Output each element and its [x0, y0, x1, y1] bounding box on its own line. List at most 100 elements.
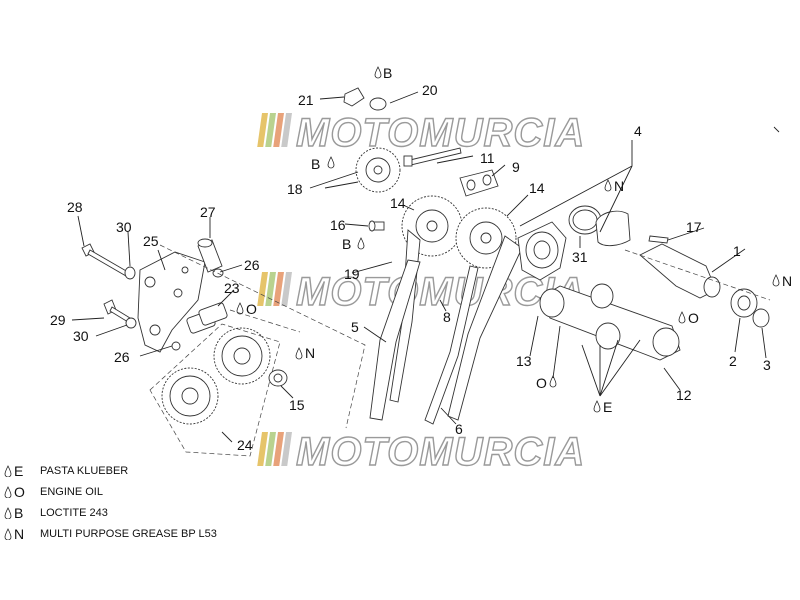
part-label-14b: 14 — [529, 180, 545, 196]
part-label-21: 21 — [298, 92, 314, 108]
part-label-3: 3 — [763, 357, 771, 373]
needle-bearing-23 — [186, 302, 228, 334]
part-label-5: 5 — [351, 319, 359, 335]
svg-text:N: N — [305, 345, 315, 361]
legend-row-n: N MULTI PURPOSE GREASE BP L53 — [4, 523, 304, 544]
legend-row-o: O ENGINE OIL — [4, 481, 304, 502]
part-label-1: 1 — [733, 243, 741, 259]
legend-code: N — [14, 525, 25, 542]
camshaft-1 — [639, 243, 721, 299]
marker-b-screw: B — [342, 236, 365, 252]
plate-9 — [459, 169, 499, 197]
legend-text: PASTA KLUEBER — [40, 464, 129, 477]
watermark-text: MOTOMURCIA — [296, 430, 585, 474]
gear-pair-24 — [149, 323, 281, 457]
part-label-8: 8 — [443, 309, 451, 325]
bolt-29 — [103, 299, 131, 323]
svg-text:O: O — [536, 375, 547, 391]
part-labels: 1 2 3 4 5 6 8 9 11 12 13 14 14 15 16 17 … — [50, 82, 771, 453]
tab-washer-20 — [369, 97, 387, 111]
washer-30-bottom — [125, 317, 137, 329]
pin-17 — [648, 235, 669, 244]
washer-30-top — [124, 266, 136, 280]
marker-n-shell: N — [604, 178, 624, 194]
washer-15 — [268, 369, 288, 387]
marker-e-cams: E — [593, 399, 612, 415]
legend-code: B — [14, 504, 24, 521]
svg-text:O: O — [246, 301, 257, 317]
part-label-26a: 26 — [244, 257, 260, 273]
legend-text: LOCTITE 243 — [40, 506, 108, 519]
marker-o-needle: O — [236, 301, 257, 317]
lubricant-legend: E PASTA KLUEBER O ENGINE OIL B LOCTITE 2… — [4, 460, 304, 544]
part-label-15: 15 — [289, 397, 305, 413]
svg-text:B: B — [311, 156, 320, 172]
watermark-top: MOTOMURCIA — [257, 110, 585, 156]
watermark-bottom: MOTOMURCIA — [257, 429, 585, 475]
cam-housing — [517, 221, 567, 281]
part-label-17: 17 — [686, 219, 702, 235]
cam-sprockets-14 — [401, 195, 517, 269]
legend-text: MULTI PURPOSE GREASE BP L53 — [40, 527, 217, 540]
part-label-2: 2 — [729, 353, 737, 369]
screw-16 — [368, 220, 385, 232]
small-mark — [773, 126, 780, 133]
legend-code: O — [14, 483, 25, 500]
marker-o-camshaft: O — [678, 310, 699, 326]
ring-3 — [752, 308, 770, 328]
drop-icon — [4, 507, 12, 519]
watermark-text: MOTOMURCIA — [296, 111, 585, 155]
pin-26 — [171, 268, 224, 351]
marker-b-nut: B — [374, 65, 392, 81]
camshaft-13-12 — [539, 283, 681, 361]
svg-text:B: B — [342, 236, 351, 252]
part-label-12: 12 — [676, 387, 692, 403]
marker-b-sprocket: B — [311, 156, 335, 172]
part-label-30a: 30 — [116, 219, 132, 235]
part-label-13: 13 — [516, 353, 532, 369]
marker-n-washer: N — [295, 345, 315, 361]
leader-lines — [71, 91, 767, 443]
lubricant-markers: B B B N N O O N O — [236, 65, 792, 415]
bearing-shell — [595, 210, 631, 247]
timing-bracket — [137, 251, 206, 353]
part-label-19: 19 — [344, 266, 360, 282]
bearing-2 — [730, 288, 758, 318]
part-label-29: 29 — [50, 312, 66, 328]
chain-guide-5 — [369, 259, 421, 421]
drop-icon — [4, 528, 12, 540]
nut-21 — [343, 87, 365, 107]
legend-text: ENGINE OIL — [40, 485, 103, 498]
bolt-28 — [81, 243, 129, 277]
svg-text:N: N — [782, 273, 792, 289]
screw-11 — [403, 147, 462, 167]
part-label-20: 20 — [422, 82, 438, 98]
drop-icon — [4, 465, 12, 477]
seal-ring-31 — [568, 205, 602, 235]
sprocket-18 — [355, 147, 401, 193]
part-label-25: 25 — [143, 233, 159, 249]
svg-text:E: E — [603, 399, 612, 415]
legend-code: E — [14, 462, 24, 479]
part-label-18: 18 — [287, 181, 303, 197]
part-label-4: 4 — [634, 123, 642, 139]
legend-row-b: B LOCTITE 243 — [4, 502, 304, 523]
part-label-31: 31 — [572, 249, 588, 265]
marker-o-shaft: O — [536, 375, 557, 391]
legend-row-e: E PASTA KLUEBER — [4, 460, 304, 481]
part-label-27: 27 — [200, 204, 216, 220]
part-label-24: 24 — [237, 437, 253, 453]
drop-icon — [4, 486, 12, 498]
part-label-23: 23 — [224, 280, 240, 296]
part-label-30b: 30 — [73, 328, 89, 344]
svg-text:B: B — [383, 65, 392, 81]
bushing-27 — [197, 238, 223, 273]
part-label-6: 6 — [455, 421, 463, 437]
marker-n-bearing: N — [772, 273, 792, 289]
part-label-9: 9 — [512, 159, 520, 175]
svg-text:N: N — [614, 178, 624, 194]
svg-text:O: O — [688, 310, 699, 326]
part-label-16: 16 — [330, 217, 346, 233]
part-label-14a: 14 — [390, 195, 406, 211]
